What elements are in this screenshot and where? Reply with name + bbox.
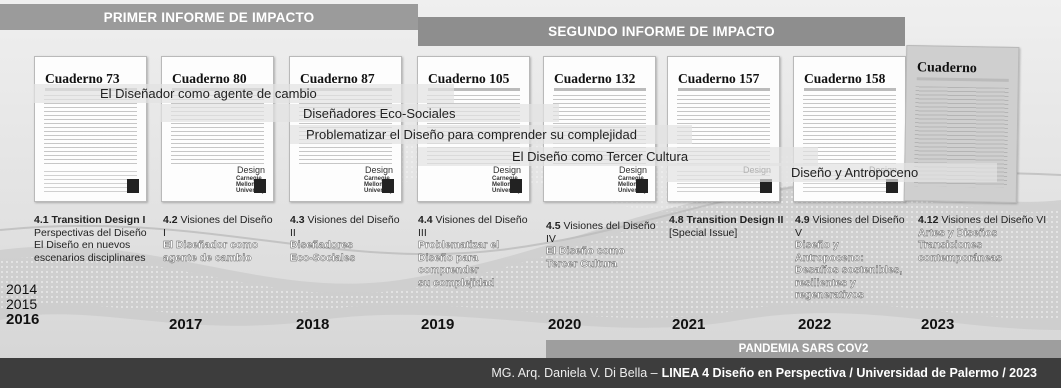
theme-label: El Diseñador como agente de cambio [100, 86, 317, 101]
cmu-label: Carnegie Mellon University [491, 176, 521, 194]
item-4-8: 4.8 Transition Design II [Special Issue] [669, 214, 784, 239]
theme-label: Problematizar el Diseño para comprender … [306, 127, 637, 142]
design-label: Design [618, 165, 647, 175]
logo-block [886, 179, 898, 193]
design-label: Design [236, 165, 265, 175]
theme-label: Diseño y Antropoceno [791, 165, 919, 180]
pandemia-band: PANDEMIA SARS COV2 [546, 340, 1061, 358]
design-label: Design [364, 165, 393, 175]
cover-title: Cuaderno 80 [172, 71, 247, 86]
year-2017: 2017 [169, 316, 203, 333]
cover-cuaderno-73: Cuaderno 73 [34, 56, 147, 202]
year-2023: 2023 [921, 316, 955, 333]
item-4-5: 4.5 Visiones del Diseño IV El Diseño com… [546, 220, 656, 270]
theme-eco-sociales: Diseñadores Eco-Sociales [161, 104, 559, 122]
logo-block [254, 179, 266, 193]
year-2019: 2019 [421, 316, 455, 333]
cover-title: Cuaderno 73 [45, 71, 120, 86]
cmu-label: Carnegie Mellon University [617, 176, 647, 194]
cover-title: Cuaderno 157 [678, 71, 760, 86]
cmu-label: Carnegie Mellon University [363, 176, 393, 194]
footer-line: LINEA 4 Diseño en Perspectiva / Universi… [661, 366, 1037, 380]
item-4-3: 4.3 Visiones del Diseño II Diseñadores E… [290, 214, 400, 264]
logo-block [760, 179, 772, 193]
item-4-1: 4.1 Transition Design I Perspectivas del… [34, 214, 147, 264]
cover-title: Cuaderno 158 [804, 71, 886, 86]
theme-tercer-cultura: El Diseño como Tercer Cultura [418, 147, 818, 166]
footer-credits: MG. Arq. Daniela V. Di Bella – LINEA 4 D… [0, 358, 1061, 388]
theme-agente-de-cambio: El Diseñador como agente de cambio [34, 84, 454, 103]
year-2021: 2021 [672, 316, 706, 333]
theme-antropoceno: Diseño y Antropoceno [667, 163, 997, 182]
cover-title: Cuaderno 87 [300, 71, 375, 86]
item-4-9: 4.9 Visiones del Diseño V Diseño y Antro… [795, 214, 905, 301]
cover-title: Cuaderno [916, 60, 978, 77]
logo-block [510, 179, 522, 193]
item-4-2: 4.2 Visiones del Diseño I El Diseñador c… [163, 214, 273, 264]
theme-label: El Diseño como Tercer Cultura [512, 149, 689, 164]
logo-block [382, 179, 394, 193]
footer-author: MG. Arq. Daniela V. Di Bella – [491, 366, 658, 380]
design-label: Design [492, 165, 521, 175]
logo-block [127, 179, 139, 193]
theme-problematizar: Problematizar el Diseño para comprender … [290, 125, 692, 144]
primer-informe-band: PRIMER INFORME DE IMPACTO [0, 4, 418, 30]
year-2018: 2018 [296, 316, 330, 333]
cmu-label: Carnegie Mellon University [235, 176, 265, 194]
segundo-informe-band: SEGUNDO INFORME DE IMPACTO [418, 17, 905, 46]
theme-label: Diseñadores Eco-Sociales [303, 105, 456, 121]
item-4-12: 4.12 Visiones del Diseño VI Artes y Dise… [918, 214, 1047, 264]
year-2020: 2020 [548, 316, 582, 333]
logo-block [636, 179, 648, 193]
cover-cuaderno-80: Cuaderno 80 Design Carnegie Mellon Unive… [161, 56, 274, 202]
item-4-4: 4.4 Visiones del Diseño III Problematiza… [418, 214, 528, 289]
years-stack: 2014 2015 2016 [6, 281, 40, 328]
cover-title: Cuaderno 132 [554, 71, 636, 86]
cover-title: Cuaderno 105 [428, 71, 510, 86]
year-2022: 2022 [798, 316, 832, 333]
